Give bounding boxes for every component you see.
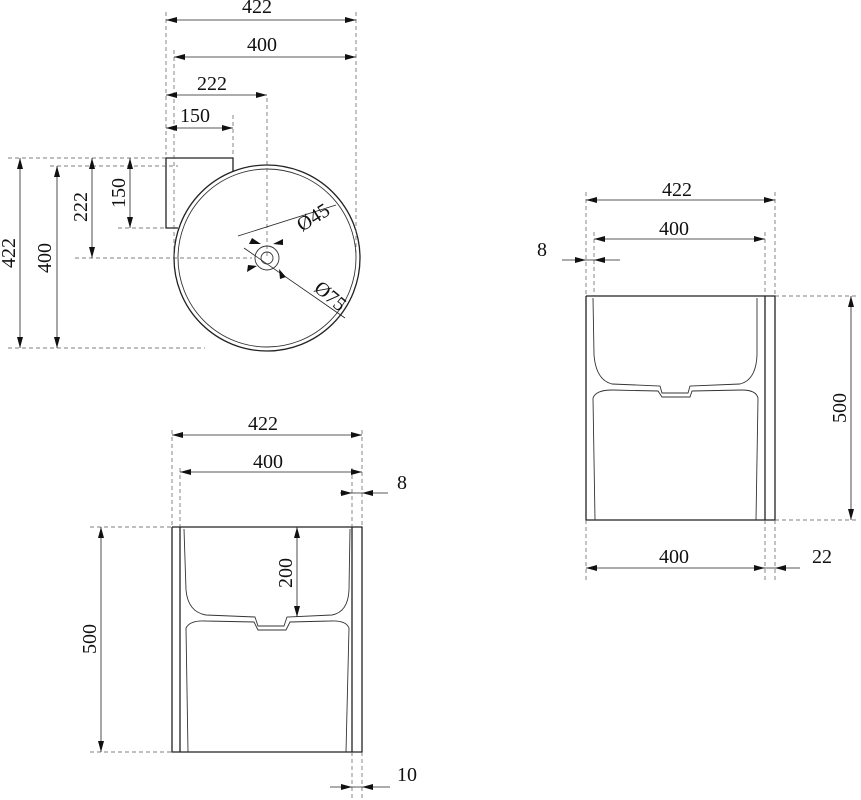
top-drain-offset-label: 222 (197, 73, 227, 95)
top-panel-depth-label: 150 (108, 178, 130, 208)
side-bottom-width-label: 400 (659, 546, 689, 568)
dim-arrow (247, 265, 257, 272)
side-wall-offset-label: 8 (537, 239, 547, 261)
dim-arrow (98, 741, 104, 752)
top-width-overall-label: 422 (242, 0, 272, 18)
top-depth-drain-label: 222 (70, 192, 92, 222)
dim-arrow (362, 784, 373, 790)
side-width-basin-label: 400 (659, 218, 689, 240)
dim-arrow (764, 197, 775, 203)
dim-arrow (273, 239, 283, 245)
dim-arrow (17, 337, 23, 348)
dim-arrow (754, 236, 765, 242)
front-height-label: 500 (79, 624, 101, 654)
dim-arrow (586, 197, 597, 203)
dim-arrow (166, 17, 177, 23)
front-body-outline (171, 526, 363, 753)
top-depth-overall-label: 422 (0, 238, 20, 268)
front-wall-thickness-label: 10 (397, 764, 417, 786)
side-width-overall-label: 422 (662, 179, 692, 201)
dim-arrow (89, 158, 95, 169)
dim-arrow (249, 238, 261, 244)
dim-arrow (174, 54, 185, 60)
back-panel-outline (165, 157, 234, 229)
top-depth-basin-label: 400 (34, 243, 56, 273)
dim-arrow (98, 527, 104, 538)
dim-arrow (17, 158, 23, 169)
dim-arrow (127, 217, 133, 228)
dim-arrow (54, 337, 60, 348)
front-width-overall-label: 422 (248, 413, 278, 435)
dim-arrow (594, 257, 605, 263)
dim-arrow (351, 432, 362, 438)
drain-inner-diameter-label: Ø45 (293, 199, 334, 236)
dim-arrow (775, 565, 786, 571)
top-width-basin-label: 400 (247, 34, 277, 56)
front-width-basin-label: 400 (253, 451, 283, 473)
side-bowl-inner (592, 297, 758, 394)
front-view: 422 400 8 500 200 10 (79, 413, 417, 800)
side-view: 422 400 8 500 400 22 (537, 179, 858, 580)
dim-arrow (256, 92, 267, 98)
side-height-label: 500 (829, 393, 851, 423)
dim-arrow (294, 527, 300, 538)
dim-arrow (127, 158, 133, 169)
dim-arrow (166, 92, 177, 98)
dim-arrow (172, 432, 183, 438)
top-panel-width-label: 150 (180, 105, 210, 127)
front-rim-offset-label: 8 (397, 472, 407, 494)
dim-arrow (166, 125, 177, 131)
dim-arrow (351, 469, 362, 475)
dim-arrow (89, 247, 95, 258)
side-bowl-lower (592, 389, 759, 521)
leader-line (243, 247, 346, 319)
dim-arrow (222, 125, 233, 131)
dim-arrow (54, 166, 60, 177)
leader-line (237, 204, 337, 237)
dim-arrow (362, 490, 373, 496)
dim-arrow (294, 606, 300, 617)
front-bowl-inner (183, 528, 351, 627)
front-bowl-depth-label: 200 (275, 558, 297, 588)
dim-arrow (594, 236, 605, 242)
dim-arrow (180, 469, 191, 475)
front-bowl-lower (185, 620, 350, 753)
dim-arrow (575, 257, 586, 263)
dim-arrow (341, 784, 352, 790)
dim-arrow (754, 565, 765, 571)
dim-arrow (279, 269, 286, 279)
dim-arrow (848, 509, 854, 520)
side-body-outline (585, 295, 776, 521)
dim-arrow (848, 296, 854, 307)
top-view: 422 400 222 150 422 400 222 150 (0, 0, 361, 352)
dim-arrow (341, 490, 352, 496)
dim-arrow (586, 565, 597, 571)
dim-arrow (345, 17, 356, 23)
side-gap-label: 22 (812, 546, 832, 568)
dim-arrow (345, 54, 356, 60)
